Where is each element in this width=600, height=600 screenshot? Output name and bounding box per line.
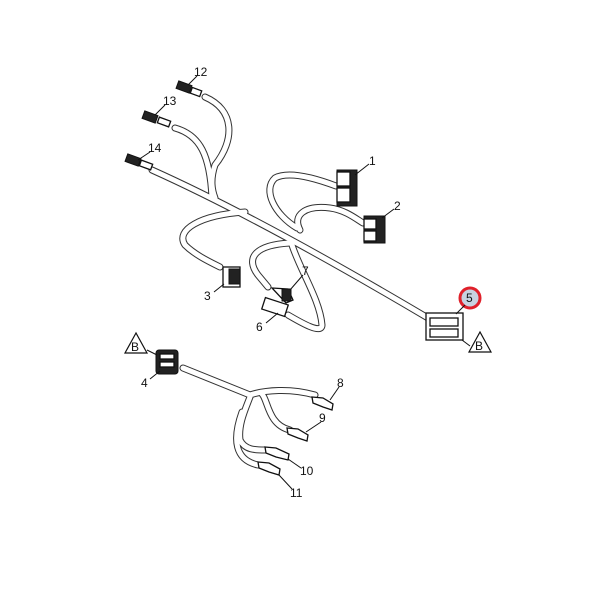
callout-2[interactable]: 2 [394, 199, 401, 213]
highlight-ring-5 [458, 286, 482, 310]
connector-5[interactable] [425, 312, 464, 341]
callout-8[interactable]: 8 [337, 376, 344, 390]
connector-13[interactable] [141, 110, 172, 128]
ring-terminal-9[interactable] [286, 427, 309, 442]
leader-lines [137, 75, 466, 490]
upper-harness-wires [148, 93, 432, 333]
reference-mark-b-right: B [461, 330, 493, 353]
callout-1[interactable]: 1 [369, 154, 376, 168]
connector-14[interactable] [124, 153, 154, 171]
lower-harness-wires [179, 364, 319, 469]
ring-terminal-8[interactable] [311, 396, 334, 411]
callout-7[interactable]: 7 [302, 264, 309, 278]
connector-1[interactable] [336, 169, 358, 207]
callout-4[interactable]: 4 [141, 376, 148, 390]
callout-3[interactable]: 3 [204, 289, 211, 303]
callout-12[interactable]: 12 [194, 65, 208, 79]
callout-14[interactable]: 14 [148, 141, 162, 155]
svg-text:B: B [475, 339, 483, 353]
callout-13[interactable]: 13 [163, 94, 177, 108]
ring-terminal-10[interactable] [264, 446, 290, 461]
callout-11[interactable]: 11 [290, 486, 303, 500]
callout-6[interactable]: 6 [256, 320, 263, 334]
callout-5[interactable]: 5 [466, 291, 473, 305]
connector-4[interactable] [155, 349, 179, 375]
connector-2[interactable] [363, 215, 386, 244]
connector-6[interactable] [260, 296, 290, 318]
ring-terminal-11[interactable] [257, 461, 281, 476]
connector-3[interactable] [222, 266, 241, 288]
connector-12[interactable] [175, 80, 203, 98]
reference-mark-b-left: B [123, 331, 158, 356]
svg-text:B: B [131, 340, 139, 354]
connector-7[interactable] [270, 287, 294, 304]
callout-10[interactable]: 10 [300, 464, 314, 478]
callout-9[interactable]: 9 [319, 411, 326, 425]
